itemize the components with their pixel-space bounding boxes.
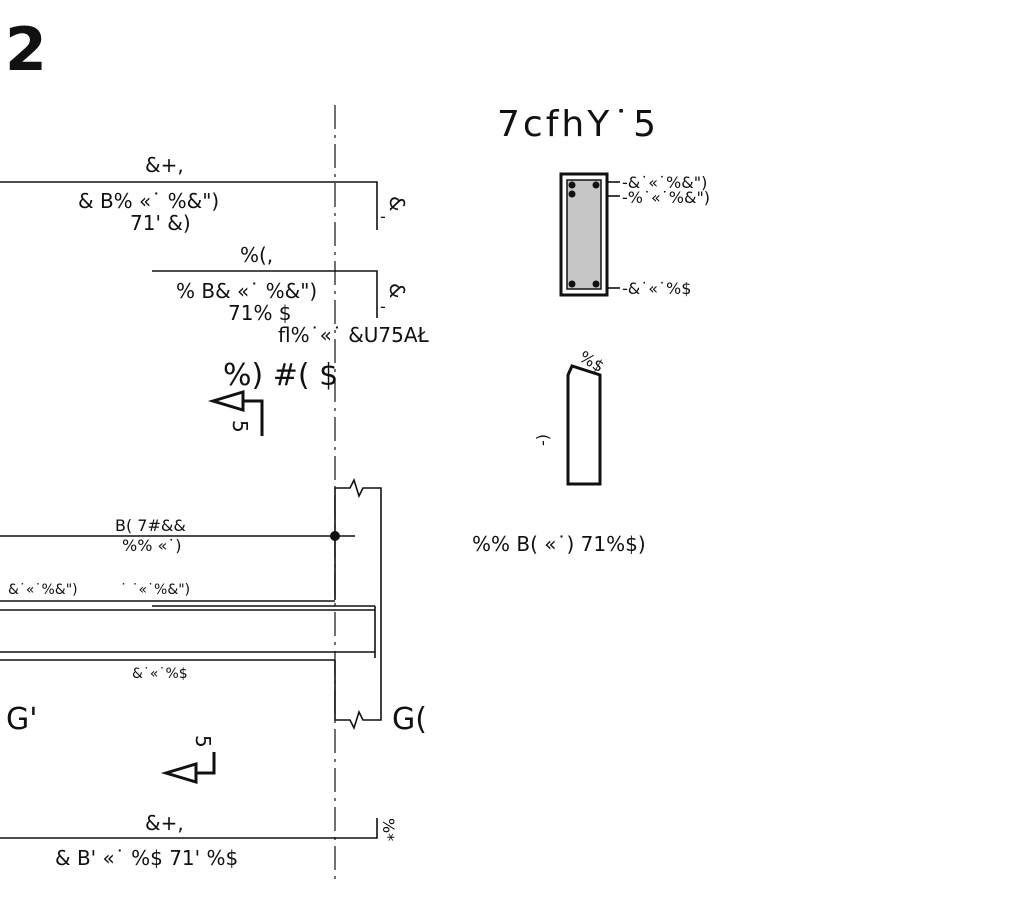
section-bar-5 [592,280,600,288]
grid-left-label: G' [6,702,38,737]
hook-detail-side: -) [533,434,552,446]
slab-right-bar: ˙ ˙«˙%&") [120,582,190,598]
elevation-text: %) #( $ [223,358,338,393]
top-beam-rebar: & B% «˙ %&") [78,189,219,213]
top-beam-side-mark: & [385,196,409,212]
upper-beam-note: fl%˙«˙ &U75AŁ [278,323,430,347]
section-bar-3 [568,190,576,198]
top-beam-side-dash: - [380,207,386,226]
upper-beam-dimension: %(, [240,243,273,267]
sheet-number: 2 [5,15,47,85]
section-cut-leader-lower [196,752,216,775]
section-cut-top-label: 5 [228,420,252,433]
slab-left-bar: &˙«˙%&") [8,582,78,598]
mid-beam-sub: %% «˙) [122,536,182,555]
section-bar-1 [568,181,576,189]
column-outline [334,477,382,731]
section-title: 7cfhY˙5 [497,104,659,145]
section-cut-bottom-label: 5 [191,735,215,748]
section-cut-arrow-icon-lower [160,761,198,785]
top-beam-dimension: &+, [145,153,184,177]
top-beam-end-tick [375,181,378,230]
section-core [566,179,602,290]
upper-beam-rebar: % B& «˙ %&") [176,279,317,303]
bottom-beam-end-tick [375,818,378,839]
top-beam-rebar-sub: 71' &) [130,211,191,235]
bottom-beam-side-mark: %* [379,818,398,841]
section-cut-leader [243,399,264,436]
section-callout-1: -&˙«˙%&") [622,173,707,192]
section-bar-2 [592,181,600,189]
upper-beam-side-mark: & [385,283,409,299]
section-callout-3: -&˙«˙%$ [622,279,691,298]
section-bar-4 [568,280,576,288]
grid-right-label: G( [392,702,427,737]
upper-beam-end-tick [375,270,378,318]
bottom-beam-dimension: &+, [145,811,184,835]
mid-beam-node [330,531,340,541]
bottom-beam-rebar: & B' «˙ %$ 71' %$ [55,846,238,870]
slab-bottom-bar: &˙«˙%$ [132,666,188,682]
upper-beam-side-dash: - [380,297,386,316]
section-cut-arrow-icon [207,389,245,413]
hook-detail-shape [566,364,602,486]
mid-beam-label: B( 7#&& [115,516,186,535]
stirrup-note: %% B( «˙) 71%$) [472,532,646,556]
section-callout-2: -%˙«˙%&") [622,188,710,207]
upper-beam-rebar-sub: 71% $ [228,301,292,325]
